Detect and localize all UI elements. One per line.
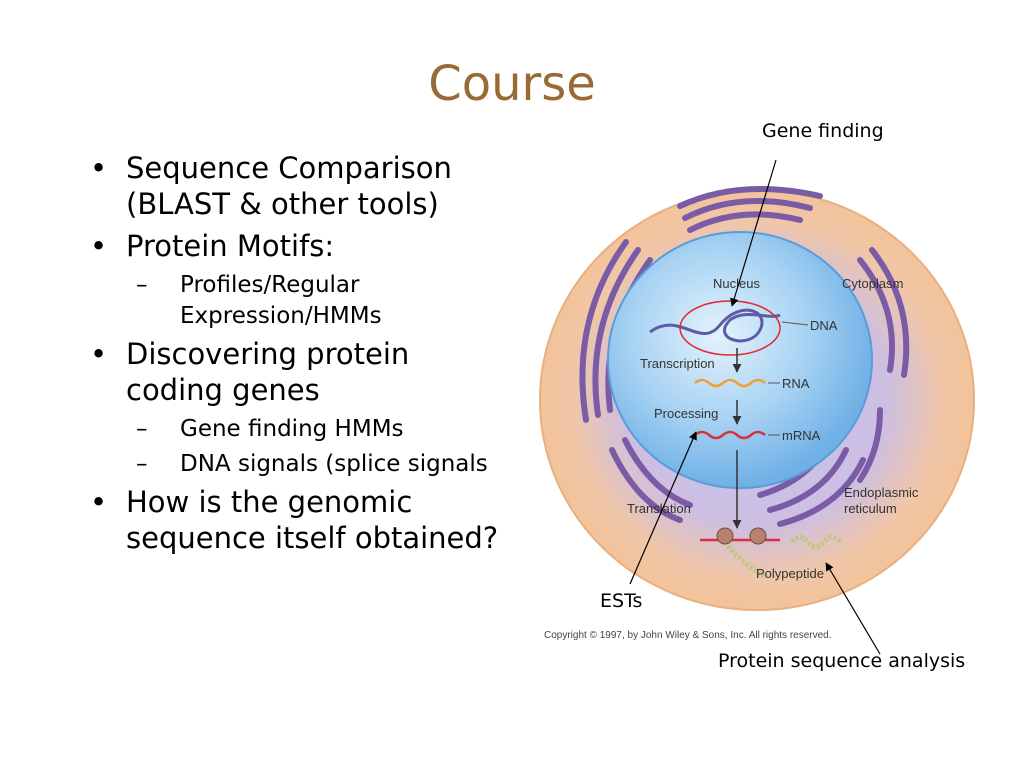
bullet-text-line: coding genes [126,373,320,407]
callout-ests: ESTs [600,590,642,612]
label-rna: RNA [782,376,810,391]
sub-bullet-item: – Gene finding HMMs [136,414,530,445]
sub-bullet-text-line: DNA signals (splice signals [180,451,488,477]
dna-strand [649,308,781,343]
label-transcription: Transcription [640,356,715,371]
slide-title: Course [428,56,596,112]
gene-finding-circle [679,300,781,356]
dash-mark: – [136,272,148,298]
bullet-text-line: Discovering protein [126,337,410,371]
bullet-list: • Sequence Comparison (BLAST & other too… [90,150,530,562]
bullet-text-line: Protein Motifs: [126,229,335,263]
label-dna: DNA [810,318,838,333]
bullet-item: • Sequence Comparison (BLAST & other too… [90,150,530,222]
label-er-line2: reticulum [844,501,897,516]
sub-bullet-text-line: Profiles/Regular [180,272,360,298]
label-processing: Processing [654,406,718,421]
label-cytoplasm: Cytoplasm [842,276,903,291]
ribosome [716,527,734,545]
bullet-mark: • [90,151,108,185]
ribosome [749,527,767,545]
bullet-item: • Protein Motifs: [90,228,530,264]
nucleus [607,231,873,489]
rna-strand [694,378,766,388]
dash-mark: – [136,451,148,477]
sub-bullet-item: – DNA signals (splice signals [136,449,530,480]
sub-bullet-text-line: Gene finding HMMs [180,416,404,442]
dash-mark: – [136,416,148,442]
callout-arrow-gene-finding [730,159,777,307]
cell-diagram: Nucleus Cytoplasm DNA Transcription RNA … [539,120,975,672]
label-polypeptide: Polypeptide [756,566,824,581]
callout-arrow-ests [629,431,697,585]
bullet-mark: • [90,229,108,263]
copyright-notice: Copyright © 1997, by John Wiley & Sons, … [544,630,832,641]
bullet-text-line: How is the genomic [126,485,413,519]
label-mrna: mRNA [782,428,821,443]
bullet-item: • How is the genomic sequence itself obt… [90,484,530,556]
label-nucleus: Nucleus [713,276,760,291]
bullet-mark: • [90,485,108,519]
bullet-text-line: sequence itself obtained? [126,521,499,555]
label-er-line1: Endoplasmic [844,485,919,500]
bullet-text-line: Sequence Comparison [126,151,452,185]
label-translation: Translation [627,501,691,516]
callout-protein-analysis: Protein sequence analysis [718,650,965,672]
mrna-strand [694,430,766,440]
bullet-text-line: (BLAST & other tools) [126,187,439,221]
callout-arrow-protein-analysis [825,562,881,655]
sub-bullet-text-line: Expression/HMMs [180,303,382,329]
callout-gene-finding: Gene finding [762,120,884,142]
bullet-item: • Discovering protein coding genes [90,336,530,408]
sub-bullet-item: – Profiles/Regular Expression/HMMs [136,270,530,332]
bullet-mark: • [90,337,108,371]
